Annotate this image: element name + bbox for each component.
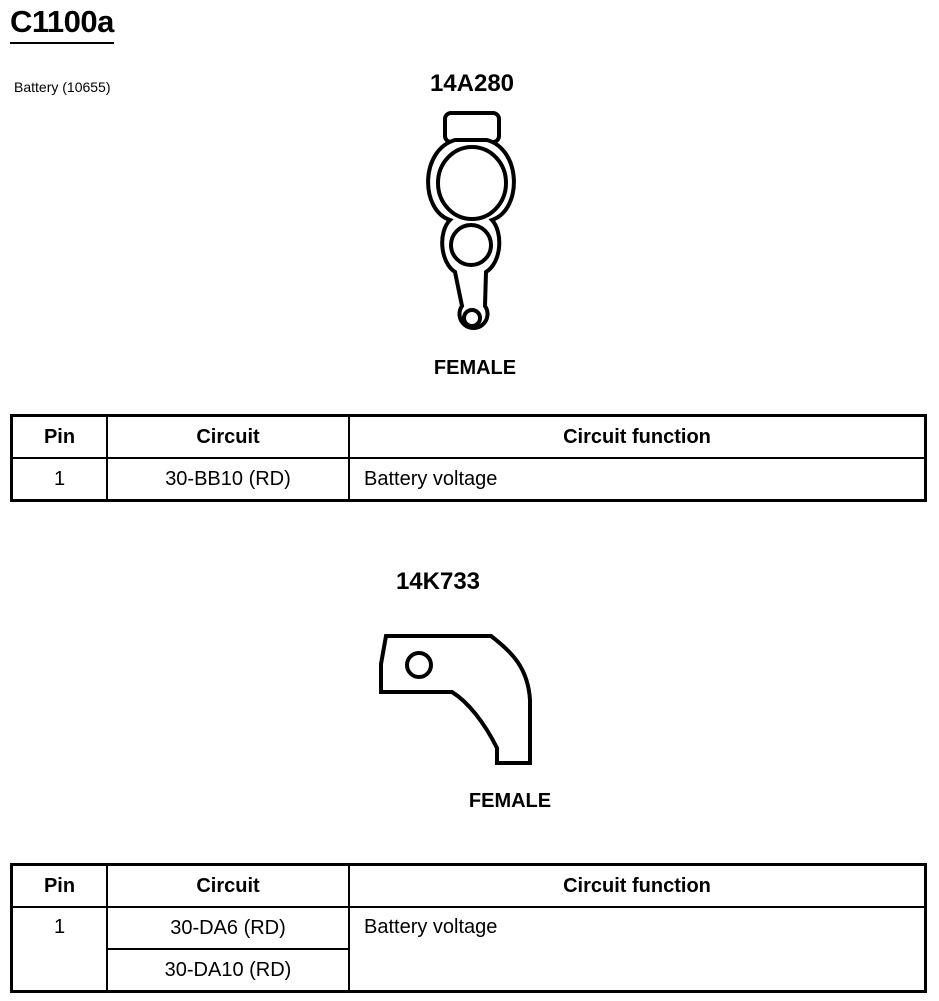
page-title: C1100a [10, 4, 114, 44]
circuit-cell: 30-DA10 (RD) [106, 948, 350, 993]
circuit-cell: 30-DA6 (RD) [106, 906, 350, 950]
table-row: 1 30-DA6 (RD) Battery voltage [10, 906, 927, 993]
column-header-function: Circuit function [348, 863, 927, 908]
circuit-cell: 30-BB10 (RD) [106, 457, 350, 502]
pin-table: Pin Circuit Circuit function 1 30-DA6 (R… [10, 863, 927, 993]
connector-gender: FEMALE [433, 357, 517, 379]
table-header-row: Pin Circuit Circuit function [10, 414, 927, 459]
function-cell: Battery voltage [348, 906, 927, 993]
connector-location: Battery (10655) [14, 79, 111, 95]
column-header-pin: Pin [10, 414, 108, 459]
connector-part-number: 14K733 [395, 568, 481, 595]
function-cell: Battery voltage [348, 457, 927, 502]
pin-cell: 1 [10, 906, 108, 993]
column-header-circuit: Circuit [106, 414, 350, 459]
column-header-function: Circuit function [348, 414, 927, 459]
pin-table: Pin Circuit Circuit function 1 30-BB10 (… [10, 414, 927, 502]
pin-cell: 1 [10, 457, 108, 502]
connector-part-number: 14A280 [429, 70, 515, 97]
table-header-row: Pin Circuit Circuit function [10, 863, 927, 908]
column-header-pin: Pin [10, 863, 108, 908]
table-row: 30-DA10 (RD) [12, 948, 926, 993]
column-header-circuit: Circuit [106, 863, 350, 908]
connector-gender: FEMALE [468, 790, 552, 812]
table-row: 1 30-BB10 (RD) Battery voltage [10, 457, 927, 502]
